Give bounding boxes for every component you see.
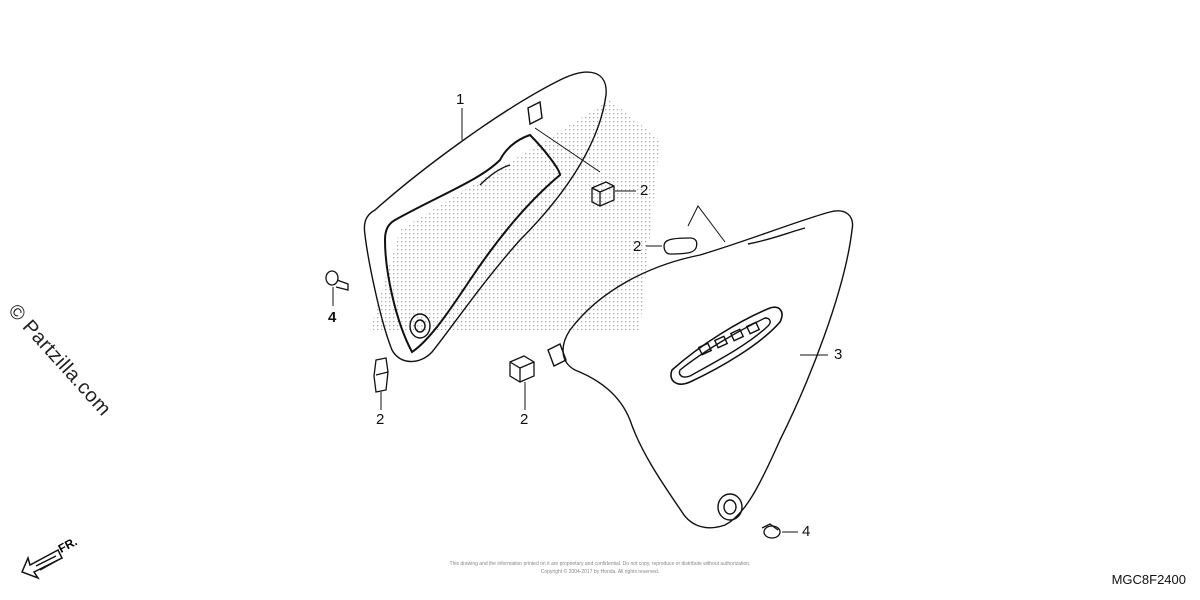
- copyright-fine-print-line-1: This drawing and the information printed…: [449, 561, 751, 567]
- bolt-4-left: [325, 270, 349, 291]
- callout-2-upper: 2: [640, 182, 649, 199]
- callout-4-left: 4: [328, 309, 337, 326]
- part-1-left-side-cover: [363, 71, 607, 363]
- diagram-code: MGC8F2400: [1111, 572, 1186, 587]
- background-logo-stipple: [370, 100, 660, 330]
- callout-4-right: 4: [802, 523, 811, 540]
- grommet-2-center: [509, 355, 535, 383]
- front-direction-arrow-icon: [21, 548, 64, 580]
- callout-1: 1: [456, 91, 465, 108]
- callout-2-center: 2: [520, 411, 529, 428]
- grommet-2-upper-right: [663, 237, 698, 255]
- bolt-4-right: [761, 523, 781, 539]
- callout-3: 3: [834, 346, 843, 363]
- leader-line-2d-bracket: [687, 205, 726, 243]
- leader-line-1b: [534, 127, 601, 173]
- copyright-fine-print-line-2: Copyright © 2004-2017 by Honda. All righ…: [540, 569, 660, 575]
- callout-2-upper-right: 2: [633, 238, 642, 255]
- callout-2-lower-left: 2: [376, 411, 385, 428]
- grommet-2-lower-left: [373, 357, 389, 393]
- grommet-2-upper: [591, 181, 615, 207]
- part-3-right-side-cover: [547, 210, 854, 529]
